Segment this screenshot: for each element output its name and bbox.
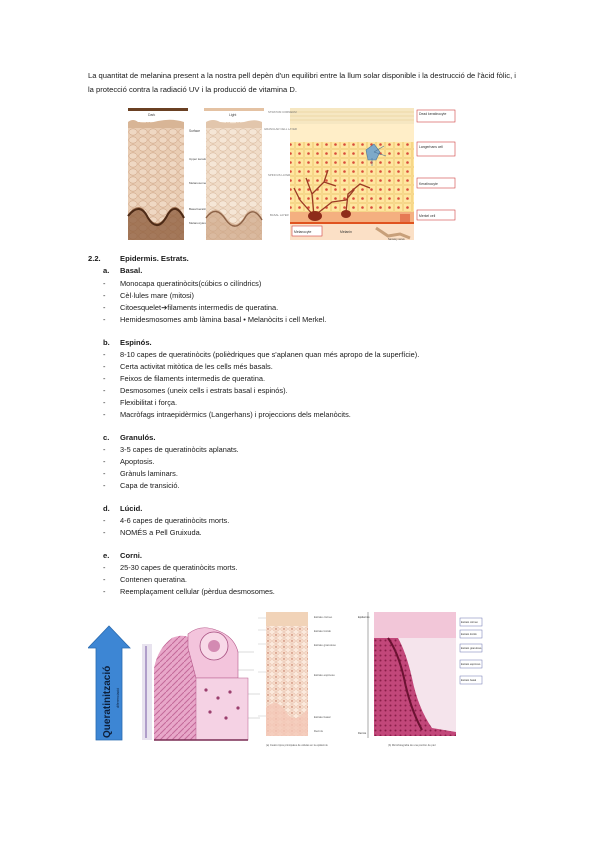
figure-skin-pigmentation: Dark Surface Upper keratinocytes Melanos… xyxy=(127,108,456,241)
stratum-heading-basal: a.Basal. xyxy=(103,266,143,275)
list-item: -Hemidesmosomes amb làmina basal • Melan… xyxy=(103,315,327,324)
label-stratum-corneum: STRATUM CORNEUM xyxy=(268,110,297,114)
epidermis-3d-illustration xyxy=(142,627,260,741)
list-item: -Certa activitat mitòtica de les cells m… xyxy=(103,362,273,371)
arrow-sublabel: diferenciació xyxy=(116,688,120,708)
label-granular-layer: GRANULAR CELL LAYER xyxy=(264,127,297,131)
list-item: -8-10 capes de queratinòcits (polièdriqu… xyxy=(103,350,420,359)
label-dark: Dark xyxy=(148,113,155,117)
list-item: -Capa de transició. xyxy=(103,481,180,490)
label-merkel-cell: Merkel cell xyxy=(419,214,435,218)
list-item: -Grànuls laminars. xyxy=(103,469,178,478)
list-item: -Monocapa queratinòcits(cúbics o cilíndr… xyxy=(103,279,262,288)
skin-micrograph xyxy=(367,612,483,738)
section-title: Epidermis. Estrats. xyxy=(120,254,189,263)
epidermis-drawing xyxy=(258,612,308,736)
label-upper-keratinocytes: Upper keratinocytes xyxy=(189,157,216,161)
label-basal-keratinocytes: Basal keratinocytes xyxy=(189,207,216,211)
label-spinous-layer: SPINOUS LAYER xyxy=(268,173,290,177)
list-item: -Reemplaçament cellular (pèrdua desmosom… xyxy=(103,587,275,596)
dark-skin-panel xyxy=(127,108,188,240)
keratinization-arrow xyxy=(88,625,131,741)
list-item: -Macròfags intraepidèrmics (Langerhans) … xyxy=(103,410,351,419)
right-label-granulosum: Estrato granuloso xyxy=(461,646,482,650)
light-skin-panel xyxy=(204,108,264,240)
mid-label-granulosum: Estrato granuloso xyxy=(314,643,336,647)
right-label-corneum: Estrato córneo xyxy=(461,620,478,624)
label-basal-layer: BASAL LAYER xyxy=(270,213,289,217)
right-label-spinosum: Estrato espinoso xyxy=(461,662,481,666)
list-item: -Contenen queratina. xyxy=(103,575,187,584)
list-item: -Flexibilitat i força. xyxy=(103,398,178,407)
label-melanocyte: Melanocyte xyxy=(294,230,311,234)
mid-label-basale: Estrato basal xyxy=(314,715,331,719)
label-melanocytes: Melanocytes xyxy=(189,221,206,225)
list-item: -25-30 capes de queratinòcits morts. xyxy=(103,563,238,572)
list-item: -Apoptosis. xyxy=(103,457,155,466)
list-item: -Cèl·lules mare (mitosi) xyxy=(103,291,194,300)
section-heading: 2.2. Epidermis. Estrats. xyxy=(88,254,189,263)
stratum-heading-granulosum: c.Granulós. xyxy=(103,433,156,442)
list-item: -Citoesquelet➔filaments intermedis de qu… xyxy=(103,303,279,312)
list-item: -4-6 capes de queratinòcits morts. xyxy=(103,516,230,525)
caption-left: (a) Cuatro tipos principales de células … xyxy=(266,743,328,747)
label-melanin: Melanin xyxy=(340,230,352,234)
list-item: -Feixos de filaments intermedis de quera… xyxy=(103,374,266,383)
label-langerhans-cell: Langerhans cell xyxy=(419,145,443,149)
right-label-dermis: Dermis xyxy=(358,731,367,735)
figure-keratinization: Queratinització diferenciació Estrato xyxy=(88,612,483,747)
mid-label-spinosum: Estrato espinoso xyxy=(314,673,335,677)
stratum-heading-spinosum: b.Espinós. xyxy=(103,338,152,347)
label-dead-keratinocyte: Dead keratinocyte xyxy=(419,112,446,116)
label-keratinocyte: Keratinocyte xyxy=(419,182,438,186)
stratum-heading-corneum: e.Corni. xyxy=(103,551,142,560)
intro-paragraph: La quantitat de melanina present a la no… xyxy=(88,71,516,94)
arrow-label: Queratinització xyxy=(102,666,113,738)
label-surface: Surface xyxy=(189,129,200,133)
section-number: 2.2. xyxy=(88,254,101,263)
stratum-heading-lucidum: d.Lúcid. xyxy=(103,504,143,513)
right-label-lucidum: Estrato lúcido xyxy=(461,632,477,636)
label-light: Light xyxy=(229,113,236,117)
list-item: -Desmosomes (uneix cells i estrats basal… xyxy=(103,386,288,395)
list-item: -3-5 capes de queratinòcits aplanats. xyxy=(103,445,239,454)
mid-label-corneum: Estrato córneo xyxy=(314,615,333,619)
right-label-basale: Estrato basal xyxy=(461,678,477,682)
right-label-epidermis: Epidermis xyxy=(358,615,370,619)
epidermis-cell-diagram xyxy=(290,108,414,240)
label-melanosomes: Melanosomes xyxy=(189,181,208,185)
list-item: -NOMÉS a Pell Gruixuda. xyxy=(103,528,202,537)
mid-label-dermis: Dermis xyxy=(314,729,323,733)
caption-right: (b) Microfotografía de una porción de pi… xyxy=(388,743,436,747)
mid-label-lucidum: Estrato lúcido xyxy=(314,629,331,633)
label-nerve-ending: Sensory nerve xyxy=(388,237,405,241)
